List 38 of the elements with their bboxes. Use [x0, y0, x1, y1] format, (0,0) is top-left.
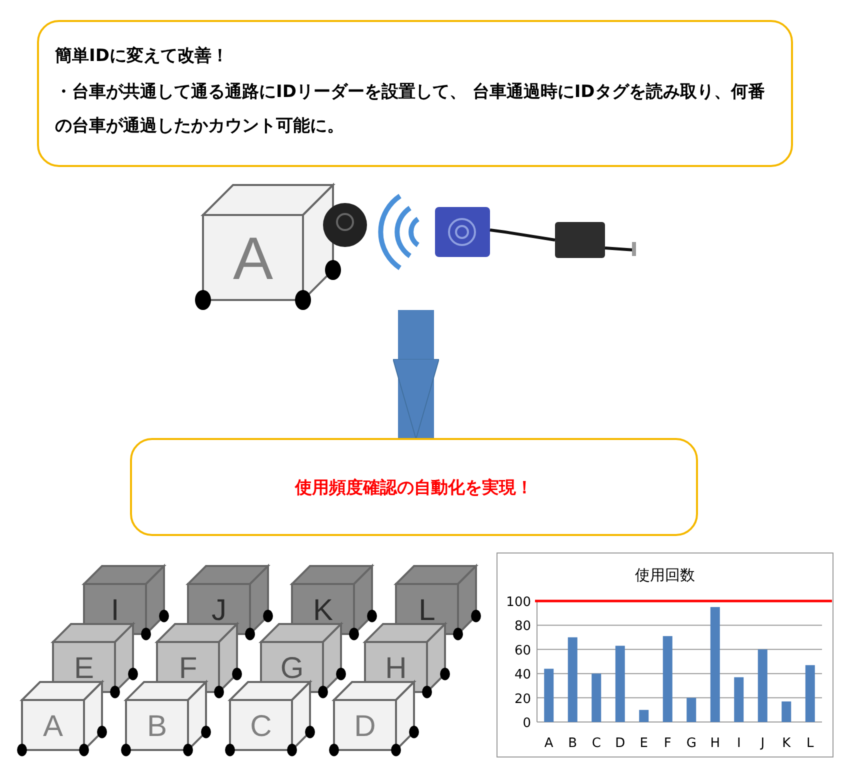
- y-tick-label: 100: [506, 595, 531, 610]
- chart-title: 使用回数: [635, 566, 695, 584]
- x-tick-label: G: [686, 736, 696, 751]
- x-tick-label: J: [760, 736, 765, 751]
- x-tick-label: A: [544, 736, 554, 751]
- cart-letter: I: [110, 594, 120, 627]
- cart-letter: C: [250, 710, 272, 743]
- heading-text: 簡単IDに変えて改善！: [55, 45, 230, 67]
- x-tick-label: F: [664, 736, 672, 751]
- x-tick-label: H: [710, 736, 720, 751]
- cart-letter: L: [418, 594, 436, 627]
- body-text: ・台車が共通して通る通路にIDリーダーを設置して、 台車通過時にIDタグを読み取り、何番の台車が通過したかカウント可能に。: [55, 81, 766, 138]
- x-tick-label: I: [736, 736, 741, 751]
- cart-letter: A: [43, 710, 63, 743]
- x-tick-label: E: [640, 736, 648, 751]
- x-tick-label: D: [615, 736, 626, 751]
- cart-letter: H: [385, 652, 407, 685]
- y-tick-label: 0: [522, 716, 531, 731]
- y-tick-label: 20: [514, 692, 531, 707]
- cart-letter: K: [313, 594, 333, 627]
- cart-letter: E: [74, 652, 94, 685]
- cart-letter: J: [212, 594, 226, 627]
- cart-letter: A: [232, 225, 274, 292]
- x-tick-label: K: [782, 736, 791, 751]
- cart-letter: G: [280, 652, 304, 685]
- cart-letter: D: [354, 710, 376, 743]
- x-tick-label: C: [592, 736, 601, 751]
- callout-box: [37, 20, 793, 167]
- y-tick-label: 40: [514, 668, 531, 683]
- result-box: [130, 438, 698, 536]
- x-tick-label: L: [806, 736, 814, 751]
- x-tick-label: B: [568, 736, 578, 751]
- y-tick-label: 80: [514, 619, 531, 634]
- result-text: 使用頻度確認の自動化を実現！: [294, 476, 534, 498]
- down-arrow: [392, 310, 440, 440]
- cart-letter: B: [147, 710, 167, 743]
- y-tick-label: 60: [514, 643, 531, 658]
- cart-letter: F: [178, 652, 198, 685]
